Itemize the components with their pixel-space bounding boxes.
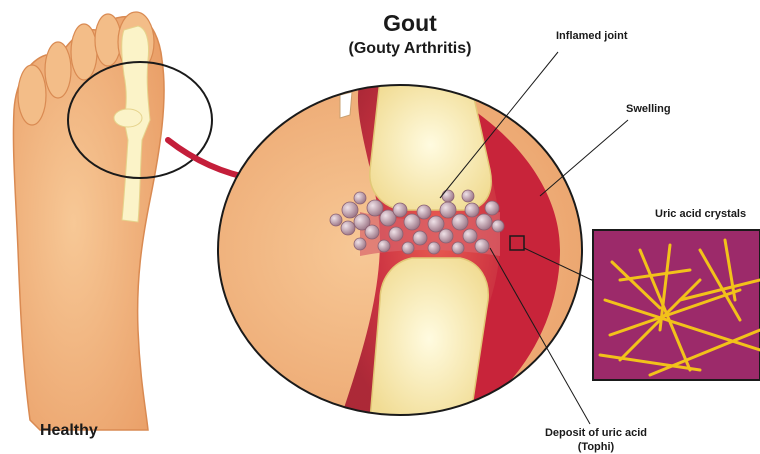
diagram-title: Gout <box>0 10 760 37</box>
label-inflamed-joint: Inflamed joint <box>556 30 628 42</box>
joint-cross-section <box>210 78 590 420</box>
foot-illustration <box>13 12 164 430</box>
diagram-subtitle: (Gouty Arthritis) <box>0 40 760 58</box>
label-uric-acid-crystals: Uric acid crystals <box>655 208 746 220</box>
label-deposit-uric-acid: Deposit of uric acid (Tophi) <box>526 426 666 454</box>
label-swelling: Swelling <box>626 103 671 115</box>
label-healthy: Healthy <box>40 422 98 440</box>
deposit-line-1: Deposit of uric acid <box>526 426 666 440</box>
crystal-inset <box>593 230 760 380</box>
